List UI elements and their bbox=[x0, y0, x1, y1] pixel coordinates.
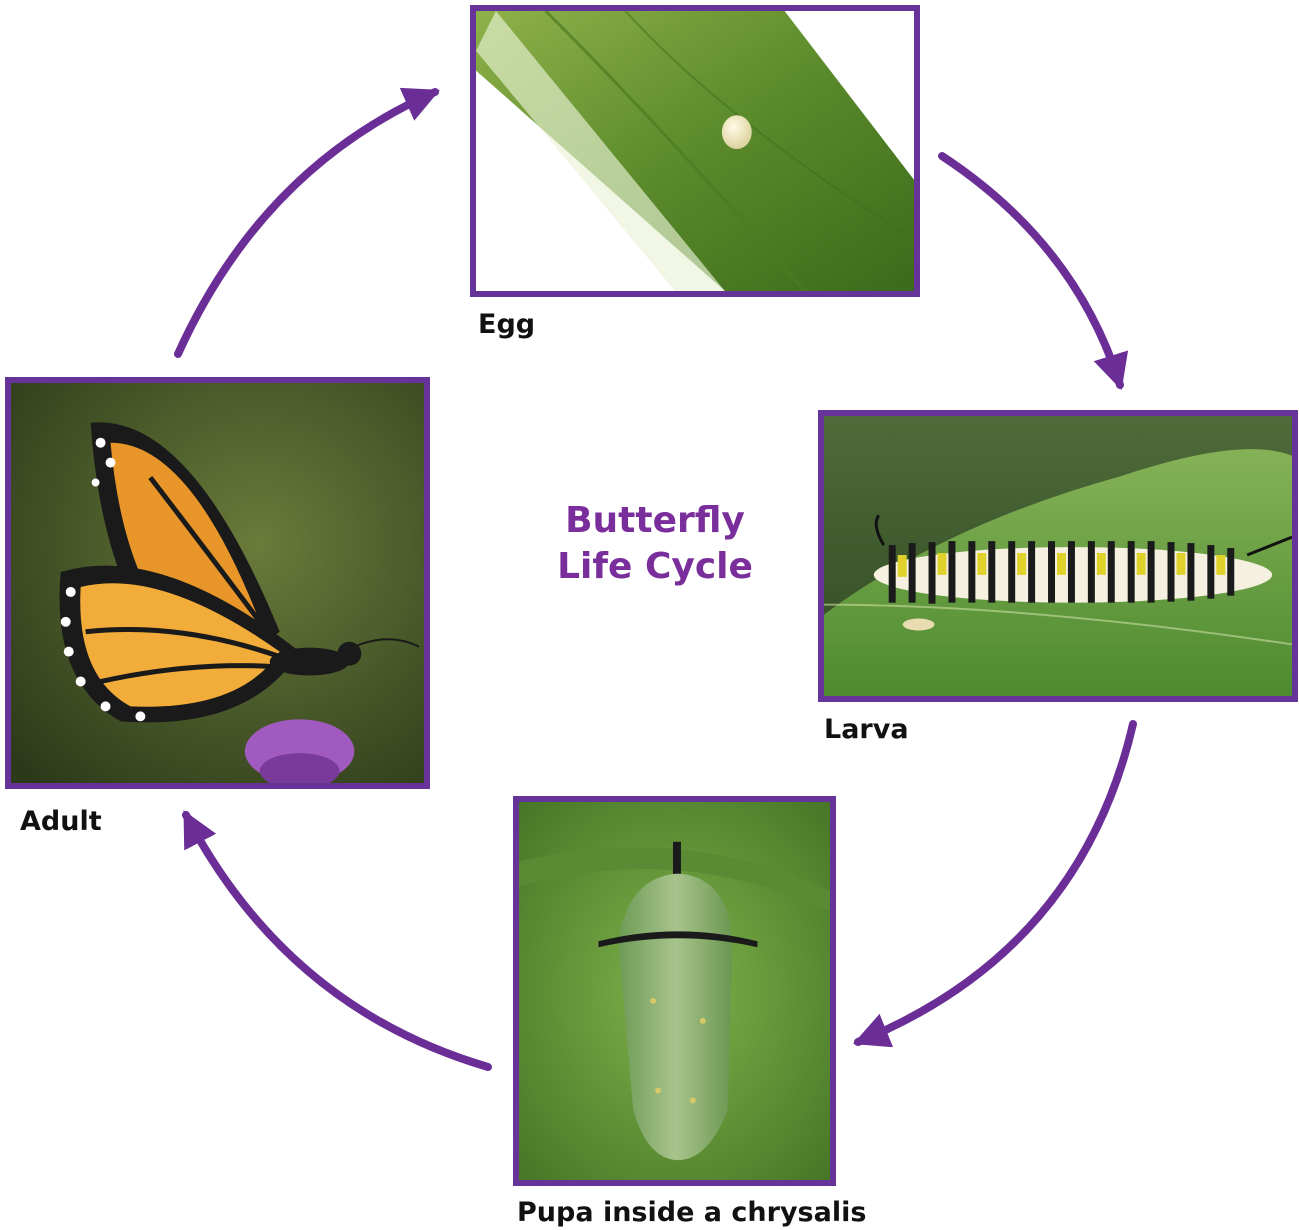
arrow-pupa-to-adult bbox=[186, 815, 488, 1067]
arrow-egg-to-larva bbox=[942, 156, 1120, 385]
diagram-title: Butterfly Life Cycle bbox=[500, 498, 810, 590]
pupa-label: Pupa inside a chrysalis bbox=[517, 1199, 866, 1226]
adult-photo bbox=[5, 377, 430, 789]
egg-label: Egg bbox=[478, 311, 535, 338]
title-line-2: Life Cycle bbox=[500, 544, 810, 590]
egg-photo bbox=[470, 5, 920, 297]
pupa-image bbox=[519, 802, 830, 1180]
pupa-photo bbox=[513, 796, 836, 1186]
larva-image bbox=[824, 416, 1292, 696]
larva-photo bbox=[818, 410, 1298, 702]
adult-image bbox=[11, 383, 424, 783]
title-line-1: Butterfly bbox=[500, 498, 810, 544]
arrow-larva-to-pupa bbox=[858, 724, 1133, 1042]
egg-image bbox=[476, 11, 914, 291]
adult-label: Adult bbox=[20, 808, 102, 835]
larva-label: Larva bbox=[824, 716, 909, 743]
arrow-adult-to-egg bbox=[178, 92, 435, 354]
